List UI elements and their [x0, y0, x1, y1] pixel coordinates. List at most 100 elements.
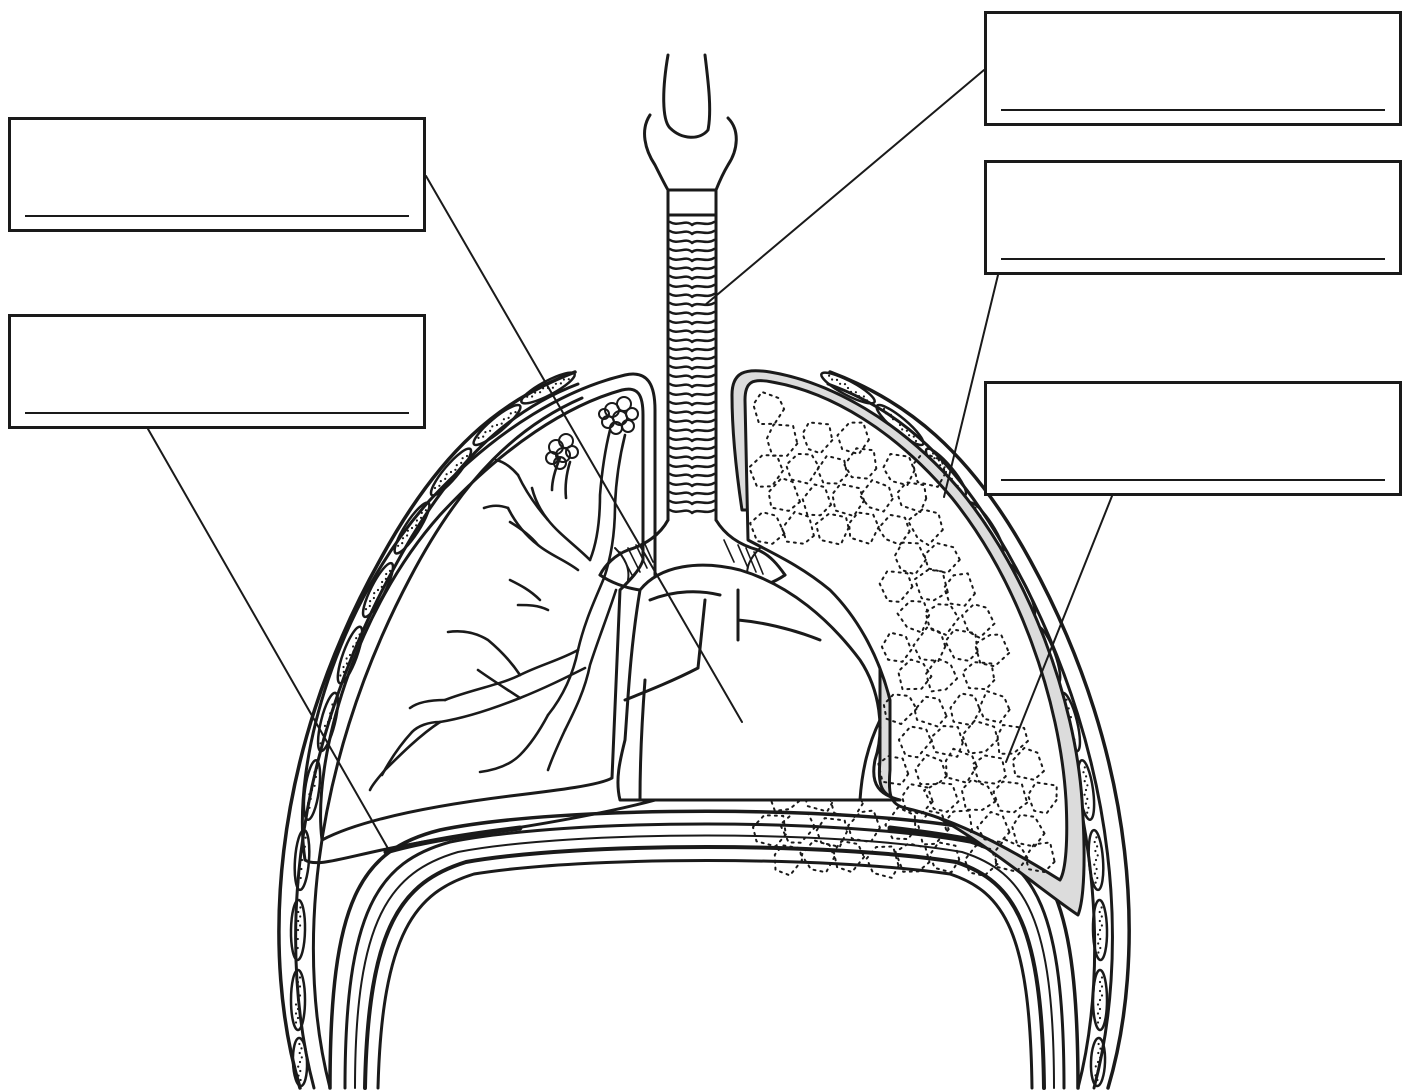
bronchial-tree [370, 430, 625, 790]
stipple-dot [1099, 911, 1101, 913]
lobule [834, 841, 864, 872]
stipple-dot [295, 1012, 297, 1014]
stipple-dot [1099, 981, 1101, 983]
leader-mid-left [148, 429, 390, 852]
stipple-dot [526, 396, 528, 398]
stipple-dot [1097, 854, 1099, 856]
stipple-dot [310, 798, 312, 800]
lobule [867, 847, 899, 878]
stipple-dot [1101, 994, 1103, 996]
stipple-dot [1099, 1048, 1101, 1050]
stipple-dot [295, 1003, 297, 1005]
stipple-dot [369, 605, 371, 607]
stipple-dot [308, 807, 310, 809]
stipple-dot [1085, 775, 1087, 777]
stipple-dot [460, 462, 462, 464]
stipple-dot [1099, 920, 1101, 922]
stipple-dot [297, 929, 299, 931]
stipple-dot [297, 999, 299, 1001]
stipple-dot [496, 424, 498, 426]
stipple-dot [1101, 985, 1103, 987]
stipple-dot [295, 951, 297, 953]
stipple-dot [1098, 1043, 1100, 1045]
stipple-dot [416, 519, 418, 521]
label-box-mid-right[interactable] [984, 160, 1402, 275]
label-box-mid-left[interactable] [8, 314, 426, 429]
stipple-dot [297, 947, 299, 949]
stipple-dot [568, 378, 570, 380]
tracheal-ring [670, 456, 714, 459]
stipple-dot [1095, 859, 1097, 861]
stipple-dot [346, 662, 348, 664]
stipple-dot [1099, 990, 1101, 992]
stipple-dot [312, 780, 314, 782]
stipple-dot [299, 1052, 301, 1054]
stipple-dot [316, 767, 318, 769]
tracheal-ring [670, 267, 714, 270]
stipple-dot [307, 802, 309, 804]
stipple-dot [343, 671, 345, 673]
stipple-dot [346, 657, 348, 659]
tracheal-ring [670, 420, 714, 423]
tracheal-ring [670, 474, 714, 477]
stipple-dot [331, 703, 333, 705]
stipple-dot [1096, 877, 1098, 879]
stipple-dot [454, 469, 456, 471]
stipple-dot [297, 911, 299, 913]
stipple-dot [313, 771, 315, 773]
stipple-dot [389, 570, 391, 572]
stipple-dot [1101, 915, 1103, 917]
stipple-dot [444, 478, 446, 480]
stipple-dot [839, 383, 841, 385]
stipple-dot [514, 411, 516, 413]
stipple-dot [491, 425, 493, 427]
stipple-dot [297, 981, 299, 983]
stipple-dot [1096, 845, 1098, 847]
stipple-dot [1082, 771, 1084, 773]
answer-line [1001, 479, 1385, 481]
stipple-dot [301, 1056, 303, 1058]
label-box-top-right[interactable] [984, 11, 1402, 126]
stipple-dot [1097, 933, 1099, 935]
stipple-dot [534, 392, 536, 394]
stipple-dot [456, 464, 458, 466]
tracheal-ring [670, 348, 714, 351]
leader-top-right [705, 70, 984, 305]
tracheal-ring [670, 222, 714, 225]
stipple-dot [297, 1008, 299, 1010]
stipple-dot [355, 637, 357, 639]
stipple-dot [1097, 942, 1099, 944]
stipple-dot [831, 378, 833, 380]
stipple-dot [897, 420, 899, 422]
stipple-dot [406, 534, 408, 536]
stipple-dot [438, 485, 440, 487]
stipple-dot [1085, 789, 1087, 791]
tracheal-ring [670, 330, 714, 333]
stipple-dot [885, 412, 887, 414]
label-box-low-right[interactable] [984, 381, 1402, 496]
tracheal-ring [670, 357, 714, 360]
stipple-dot [305, 837, 307, 839]
stipple-dot [847, 387, 849, 389]
stipple-dot [297, 1017, 299, 1019]
stipple-dot [315, 776, 317, 778]
tracheal-ring [670, 312, 714, 315]
stipple-dot [892, 418, 894, 420]
stipple-dot [373, 597, 375, 599]
stipple-dot [342, 666, 344, 668]
stipple-dot [503, 418, 505, 420]
stipple-dot [855, 391, 857, 393]
stipple-dot [332, 708, 334, 710]
stipple-dot [301, 859, 303, 861]
stipple-dot [297, 881, 299, 883]
stipple-dot [858, 395, 860, 397]
stipple-dot [1101, 976, 1103, 978]
label-box-top-left[interactable] [8, 117, 426, 232]
stipple-dot [1099, 938, 1101, 940]
stipple-dot [314, 785, 316, 787]
stipple-dot [539, 391, 541, 393]
stipple-dot [425, 509, 427, 511]
stipple-dot [501, 423, 503, 425]
stipple-dot [1099, 1017, 1101, 1019]
stipple-dot [1086, 784, 1088, 786]
